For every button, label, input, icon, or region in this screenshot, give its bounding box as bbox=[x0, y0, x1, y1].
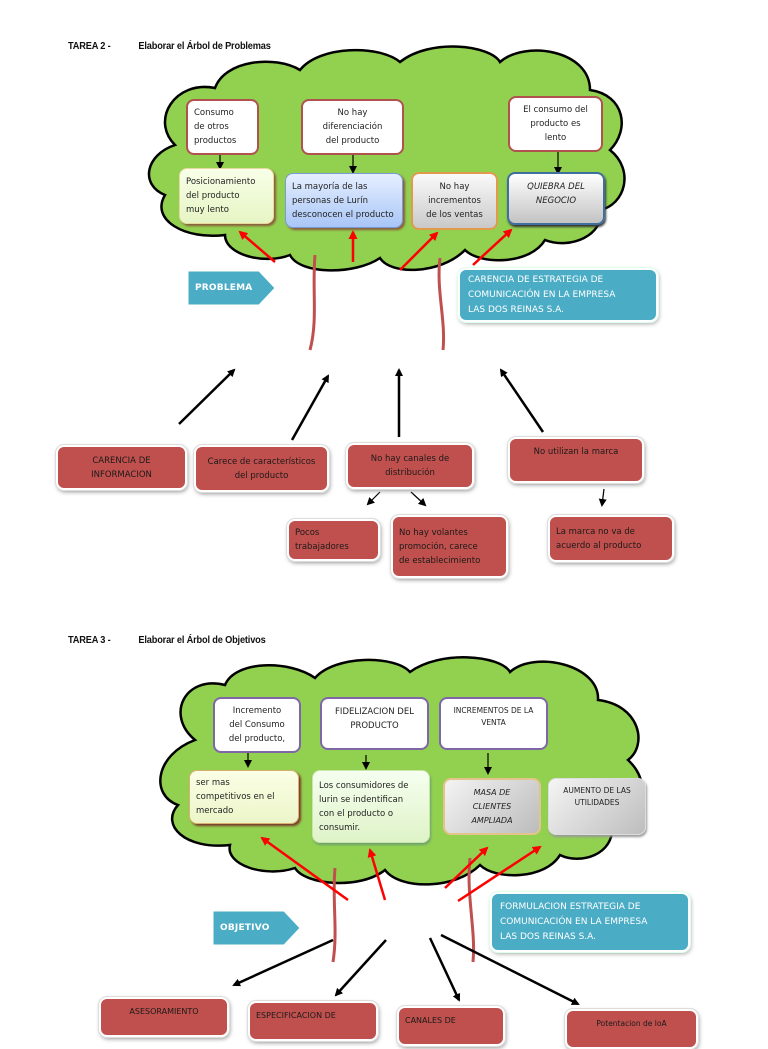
objective-trunk-left bbox=[331, 867, 337, 963]
task3-title: Elaborar el Árbol de Objetivos bbox=[138, 634, 266, 646]
objective-competitivos: ser mas competitivos en el mercado bbox=[189, 770, 299, 824]
tag-arrow-shape bbox=[212, 910, 301, 946]
central-objective: FORMULACION ESTRATEGIA DE COMUNICACIÓN E… bbox=[490, 892, 690, 952]
tag-arrow-shape bbox=[187, 270, 276, 306]
means-potentacion: Potentacion de loA bbox=[565, 1009, 698, 1049]
subcause-no-volantes: No hay volantes promoción, carece de est… bbox=[391, 515, 508, 578]
effect-lurin-desconocen: La mayoría de las personas de Lurín desc… bbox=[285, 173, 403, 228]
task2-title: Elaborar el Árbol de Problemas bbox=[138, 40, 271, 52]
problem-root-consumo: Consumo de otros productos bbox=[186, 99, 259, 155]
task2-label: TAREA 2 - bbox=[68, 40, 111, 52]
objective-root-incrementos-venta: INCREMENTOS DE LA VENTA bbox=[439, 697, 548, 750]
problem-trunk-right bbox=[437, 257, 446, 351]
problem-trunk-left bbox=[308, 254, 317, 351]
objective-tag: OBJETIVO bbox=[212, 910, 302, 946]
problem-tag-label: PROBLEMA bbox=[195, 283, 253, 293]
central-problem: CARENCIA DE ESTRATEGIA DE COMUNICACIÓN E… bbox=[458, 268, 658, 322]
objective-root-fidelizacion: FIDELIZACION DEL PRODUCTO bbox=[320, 697, 429, 750]
objective-tag-label: OBJETIVO bbox=[220, 923, 270, 933]
task3-heading: TAREA 3 - Elaborar el Árbol de Objetivos bbox=[68, 634, 266, 646]
means-especificacion: ESPECIFICACION DE bbox=[248, 1001, 378, 1041]
cause-carece-caracteristicas: Carece de característicos del producto bbox=[194, 445, 329, 492]
effect-posicionamiento: Posicionamiento del producto muy lento bbox=[179, 168, 274, 224]
objective-consumidores-identifican: Los consumidores de lurin se indentifica… bbox=[312, 770, 430, 843]
problem-root-consumo-lento: El consumo del producto es lento bbox=[508, 96, 603, 152]
task2-heading: TAREA 2 - Elaborar el Árbol de Problemas bbox=[68, 40, 271, 52]
effect-no-incrementos: No hay incrementos de los ventas bbox=[411, 172, 498, 230]
means-asesoramiento: ASESORAMIENTO bbox=[99, 997, 229, 1037]
objective-aumento-utilidades: AUMENTO DE LAS UTILIDADES bbox=[548, 778, 646, 835]
cause-carencia-informacion: CARENCIA DE INFORMACION bbox=[56, 445, 187, 490]
subcause-marca-no-va: La marca no va de acuerdo al producto bbox=[548, 515, 674, 562]
objective-masa-clientes: MASA DE CLIENTES AMPLIADA bbox=[443, 778, 541, 835]
effect-quiebra: QUIEBRA DEL NEGOCIO bbox=[507, 172, 605, 225]
task3-label: TAREA 3 - bbox=[68, 634, 111, 646]
cause-no-canales: No hay canales de distribución bbox=[346, 443, 474, 489]
objective-trunk-right bbox=[467, 857, 476, 963]
subcause-pocos-trabajadores: Pocos trabajadores bbox=[287, 519, 380, 561]
means-canales: CANALES DE bbox=[397, 1006, 505, 1046]
problem-root-diferenciacion: No hay diferenciación del producto bbox=[301, 99, 404, 155]
cause-no-utilizan-marca: No utilizan la marca bbox=[508, 437, 644, 483]
objective-root-incremento-consumo: Incremento del Consumo del producto, bbox=[213, 697, 301, 753]
problem-tag: PROBLEMA bbox=[187, 270, 277, 306]
